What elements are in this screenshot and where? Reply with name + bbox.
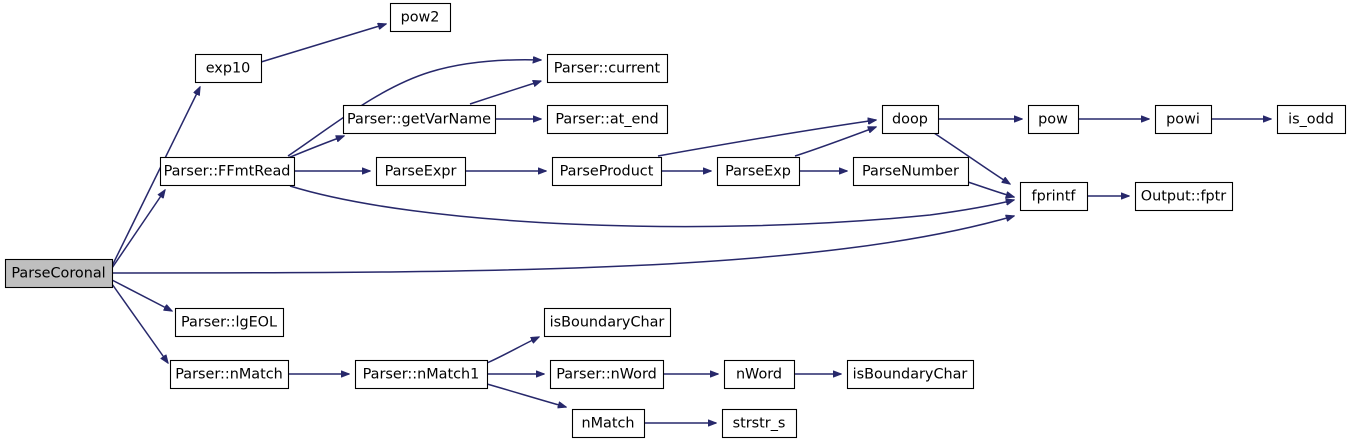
- node-label-current: Parser::current: [554, 61, 661, 77]
- node-box-getVarName[interactable]: [342, 104, 497, 135]
- graph-node-isBoundaryChar2[interactable]: isBoundaryChar: [846, 359, 975, 390]
- node-box-nWordP[interactable]: [549, 359, 665, 390]
- graph-node-ParseCoronal[interactable]: ParseCoronal: [4, 258, 114, 289]
- graph-node-isBoundaryChar1[interactable]: isBoundaryChar: [543, 307, 672, 338]
- node-label-isBoundaryChar1: isBoundaryChar: [550, 315, 665, 331]
- graph-node-nWordP[interactable]: Parser::nWord: [549, 359, 665, 390]
- node-box-is_odd[interactable]: [1276, 104, 1347, 135]
- graph-node-pow[interactable]: pow: [1027, 104, 1080, 135]
- call-edge-FFmtRead-to-fprintf: [289, 185, 1014, 228]
- node-box-doop[interactable]: [881, 104, 940, 135]
- graph-node-getVarName[interactable]: Parser::getVarName: [342, 104, 497, 135]
- graph-node-pow2[interactable]: pow2: [389, 2, 452, 33]
- graph-node-strstr_s[interactable]: strstr_s: [721, 408, 798, 439]
- node-label-getVarName: Parser::getVarName: [347, 112, 491, 128]
- node-label-FFmtRead: Parser::FFmtRead: [164, 164, 291, 180]
- graph-node-nMatchP[interactable]: Parser::nMatch: [169, 359, 290, 390]
- node-box-powi[interactable]: [1154, 104, 1213, 135]
- node-box-nMatch1[interactable]: [354, 359, 489, 390]
- node-box-nWord[interactable]: [723, 359, 796, 390]
- graph-node-OutputFptr[interactable]: Output::fptr: [1134, 181, 1234, 212]
- node-label-ParseProduct: ParseProduct: [560, 164, 654, 180]
- node-box-lgEOL[interactable]: [174, 307, 285, 338]
- call-edge-nMatch1-to-isBoundaryChar1: [486, 337, 539, 364]
- graph-node-is_odd[interactable]: is_odd: [1276, 104, 1347, 135]
- call-edge-getVarName-to-current: [469, 81, 541, 105]
- node-box-at_end[interactable]: [546, 104, 669, 135]
- graph-node-powi[interactable]: powi: [1154, 104, 1213, 135]
- call-edge-ParseCoronal-to-fprintf: [111, 216, 1014, 274]
- call-edge-ParseCoronal-to-lgEOL: [111, 279, 172, 311]
- node-label-ParseNumber: ParseNumber: [862, 164, 959, 180]
- node-box-nMatchP[interactable]: [169, 359, 290, 390]
- edge-layer: [111, 24, 1271, 423]
- node-box-ParseProduct[interactable]: [551, 156, 663, 187]
- node-box-exp10[interactable]: [194, 53, 263, 84]
- node-label-nMatch: nMatch: [581, 416, 634, 432]
- node-label-nMatchP: Parser::nMatch: [175, 367, 283, 383]
- node-label-isBoundaryChar2: isBoundaryChar: [853, 367, 968, 383]
- node-box-ParseExpr[interactable]: [375, 156, 467, 187]
- node-box-strstr_s[interactable]: [721, 408, 798, 439]
- node-label-lgEOL: Parser::lgEOL: [181, 315, 277, 331]
- call-edge-ParseNumber-to-fprintf: [967, 181, 1014, 197]
- node-label-exp10: exp10: [206, 61, 251, 77]
- node-label-nWordP: Parser::nWord: [556, 367, 657, 383]
- graph-node-fprintf[interactable]: fprintf: [1019, 181, 1089, 212]
- node-box-pow2[interactable]: [389, 2, 452, 33]
- call-edge-exp10-to-pow2: [260, 24, 386, 63]
- node-label-OutputFptr: Output::fptr: [1141, 189, 1227, 205]
- call-edge-nMatch1-to-nMatch: [486, 383, 566, 407]
- node-box-FFmtRead[interactable]: [159, 156, 296, 187]
- graph-node-ParseNumber[interactable]: ParseNumber: [852, 156, 970, 187]
- node-box-ParseExp[interactable]: [716, 156, 801, 187]
- graph-node-ParseExpr[interactable]: ParseExpr: [375, 156, 467, 187]
- graph-node-exp10[interactable]: exp10: [194, 53, 263, 84]
- node-label-fprintf: fprintf: [1032, 189, 1077, 205]
- graph-node-ParseExp[interactable]: ParseExp: [716, 156, 801, 187]
- node-box-isBoundaryChar2[interactable]: [846, 359, 975, 390]
- graph-node-nMatch1[interactable]: Parser::nMatch1: [354, 359, 489, 390]
- call-edge-FFmtRead-to-getVarName: [287, 136, 344, 159]
- graph-node-nWord[interactable]: nWord: [723, 359, 796, 390]
- call-edge-ParseCoronal-to-nMatchP: [111, 283, 168, 363]
- node-layer: ParseCoronalexp10pow2Parser::FFmtReadPar…: [4, 2, 1347, 439]
- node-label-ParseExpr: ParseExpr: [385, 164, 457, 180]
- node-label-is_odd: is_odd: [1288, 112, 1334, 128]
- node-box-pow[interactable]: [1027, 104, 1080, 135]
- graph-node-FFmtRead[interactable]: Parser::FFmtRead: [159, 156, 296, 187]
- call-edge-ParseCoronal-to-exp10: [111, 87, 200, 267]
- graph-node-ParseProduct[interactable]: ParseProduct: [551, 156, 663, 187]
- node-label-pow: pow: [1038, 112, 1068, 128]
- node-box-isBoundaryChar1[interactable]: [543, 307, 672, 338]
- call-edge-ParseCoronal-to-FFmtRead: [111, 190, 165, 269]
- node-label-nWord: nWord: [736, 367, 782, 383]
- node-box-ParseNumber[interactable]: [852, 156, 970, 187]
- node-box-ParseCoronal[interactable]: [4, 258, 114, 289]
- node-label-pow2: pow2: [401, 10, 440, 26]
- call-edge-FFmtRead-to-current: [287, 60, 541, 157]
- node-label-ParseCoronal: ParseCoronal: [11, 266, 105, 282]
- node-label-nMatch1: Parser::nMatch1: [363, 367, 480, 383]
- node-box-current[interactable]: [546, 53, 669, 84]
- graph-node-lgEOL[interactable]: Parser::lgEOL: [174, 307, 285, 338]
- node-label-at_end: Parser::at_end: [555, 112, 658, 128]
- node-label-powi: powi: [1166, 112, 1200, 128]
- graph-node-at_end[interactable]: Parser::at_end: [546, 104, 669, 135]
- graph-node-nMatch[interactable]: nMatch: [571, 408, 646, 439]
- node-box-OutputFptr[interactable]: [1134, 181, 1234, 212]
- node-box-nMatch[interactable]: [571, 408, 646, 439]
- node-label-strstr_s: strstr_s: [733, 416, 786, 432]
- call-edge-ParseProduct-to-doop: [657, 120, 876, 157]
- node-label-ParseExp: ParseExp: [725, 164, 791, 180]
- call-edge-ParseExp-to-doop: [794, 127, 876, 157]
- node-box-fprintf[interactable]: [1019, 181, 1089, 212]
- graph-node-current[interactable]: Parser::current: [546, 53, 669, 84]
- node-label-doop: doop: [892, 112, 928, 128]
- graph-node-doop[interactable]: doop: [881, 104, 940, 135]
- call-edge-doop-to-fprintf: [933, 132, 1010, 184]
